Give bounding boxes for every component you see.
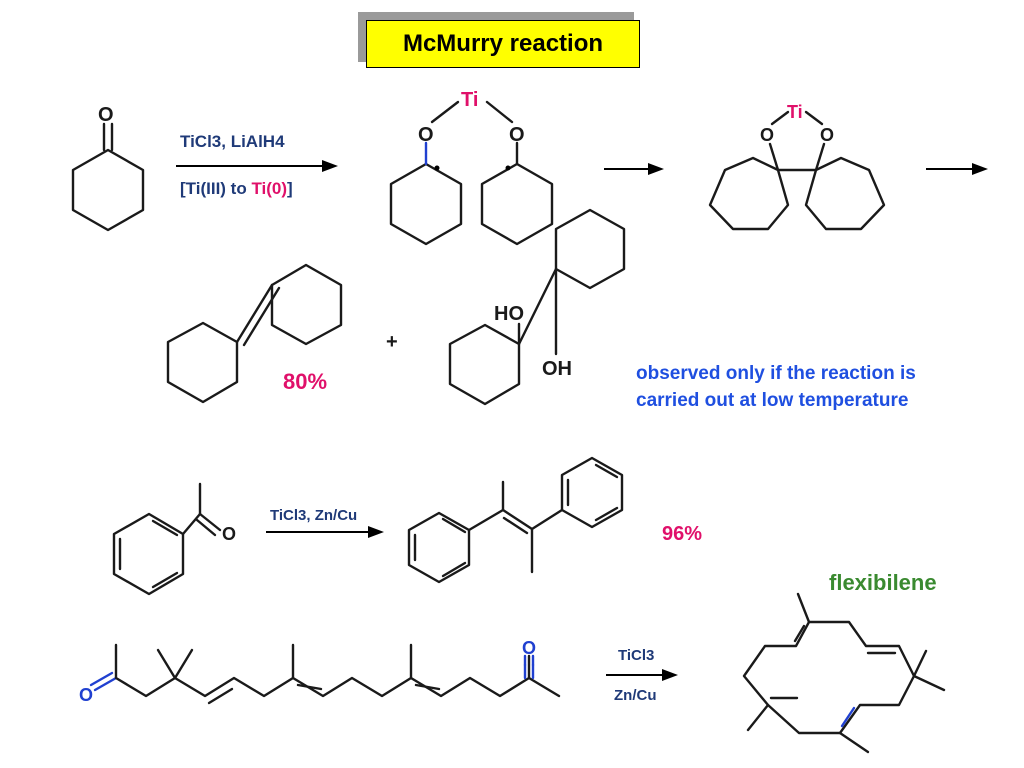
reagent-ti-conversion: [Ti(III) to Ti(0)] (180, 179, 293, 198)
pinacol-product: HO OH (448, 208, 626, 406)
yield-96-percent: 96% (662, 523, 702, 545)
ketyl-radical-intermediate: O O Ti (389, 89, 554, 246)
flexibilene-product (742, 592, 946, 754)
hydroxyl-label: HO (494, 303, 524, 325)
oxygen-label: O (418, 124, 434, 146)
reaction-arrow-5: TiCl3 Zn/Cu (606, 647, 678, 704)
oxygen-label: O (760, 125, 774, 145)
note-line-1: observed only if the reaction is (636, 363, 916, 384)
oxygen-label: O (820, 125, 834, 145)
reagent-ticl3-zncu: TiCl3, Zn/Cu (270, 507, 357, 524)
oxygen-label: O (79, 685, 93, 705)
reaction-arrow-3 (926, 163, 988, 175)
yield-80-percent: 80% (283, 369, 327, 394)
acetophenone: O (112, 482, 236, 596)
radical-dot (505, 165, 511, 171)
oxygen-label: O (222, 524, 236, 544)
reagent-ticl3: TiCl3 (618, 647, 654, 664)
hydroxyl-label: OH (542, 358, 572, 380)
plus-sign: + (386, 331, 398, 353)
dimethylstilbene-product (407, 456, 624, 584)
titanium-label: Ti (461, 89, 478, 111)
titanium-label: Ti (787, 102, 803, 122)
bicyclohexylidene-product: 80% (166, 263, 343, 404)
reagent-ticl3-lialh4: TiCl3, LiAlH4 (180, 132, 285, 151)
reaction-arrow-2 (604, 163, 664, 175)
oxygen-label: O (509, 124, 525, 146)
flexibilene-label: flexibilene (829, 570, 937, 595)
titanium-pinacolate: O O Ti (708, 102, 886, 231)
radical-dot (434, 165, 440, 171)
diketone-precursor: O O (79, 638, 561, 705)
oxygen-label: O (522, 638, 536, 658)
reagent-zncu: Zn/Cu (614, 687, 657, 704)
page-title: McMurry reaction (366, 20, 640, 68)
note-line-2: carried out at low temperature (636, 390, 908, 411)
reaction-arrow-1: TiCl3, LiAlH4 [Ti(III) to Ti(0)] (176, 132, 338, 198)
reaction-arrow-4: TiCl3, Zn/Cu (266, 507, 384, 538)
cyclohexanone: O (71, 104, 145, 232)
oxygen-label: O (98, 104, 114, 126)
